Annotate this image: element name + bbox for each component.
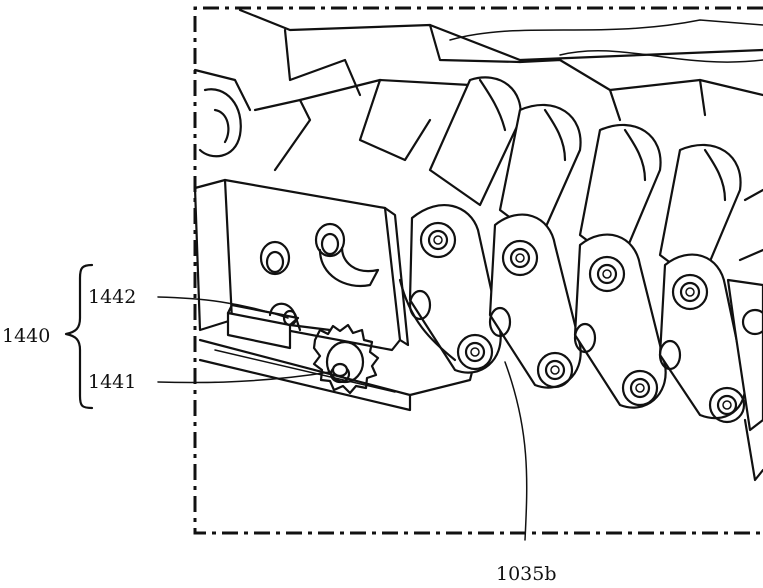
label-1035b: 1035b — [496, 563, 557, 585]
leader-1441 — [157, 371, 331, 384]
label-1441: 1441 — [88, 371, 136, 393]
detail-view-border — [193, 6, 763, 535]
gear-1441 — [312, 323, 380, 395]
leader-1442 — [157, 296, 289, 319]
side-plate — [223, 178, 402, 352]
leader-1035b — [504, 361, 528, 541]
label-1442: 1442 — [88, 286, 136, 308]
group-brace — [64, 263, 94, 410]
mechanism-drawing — [64, 8, 763, 541]
label-1440: 1440 — [2, 325, 50, 347]
rollers — [428, 76, 763, 287]
chain-1035b — [398, 203, 763, 482]
